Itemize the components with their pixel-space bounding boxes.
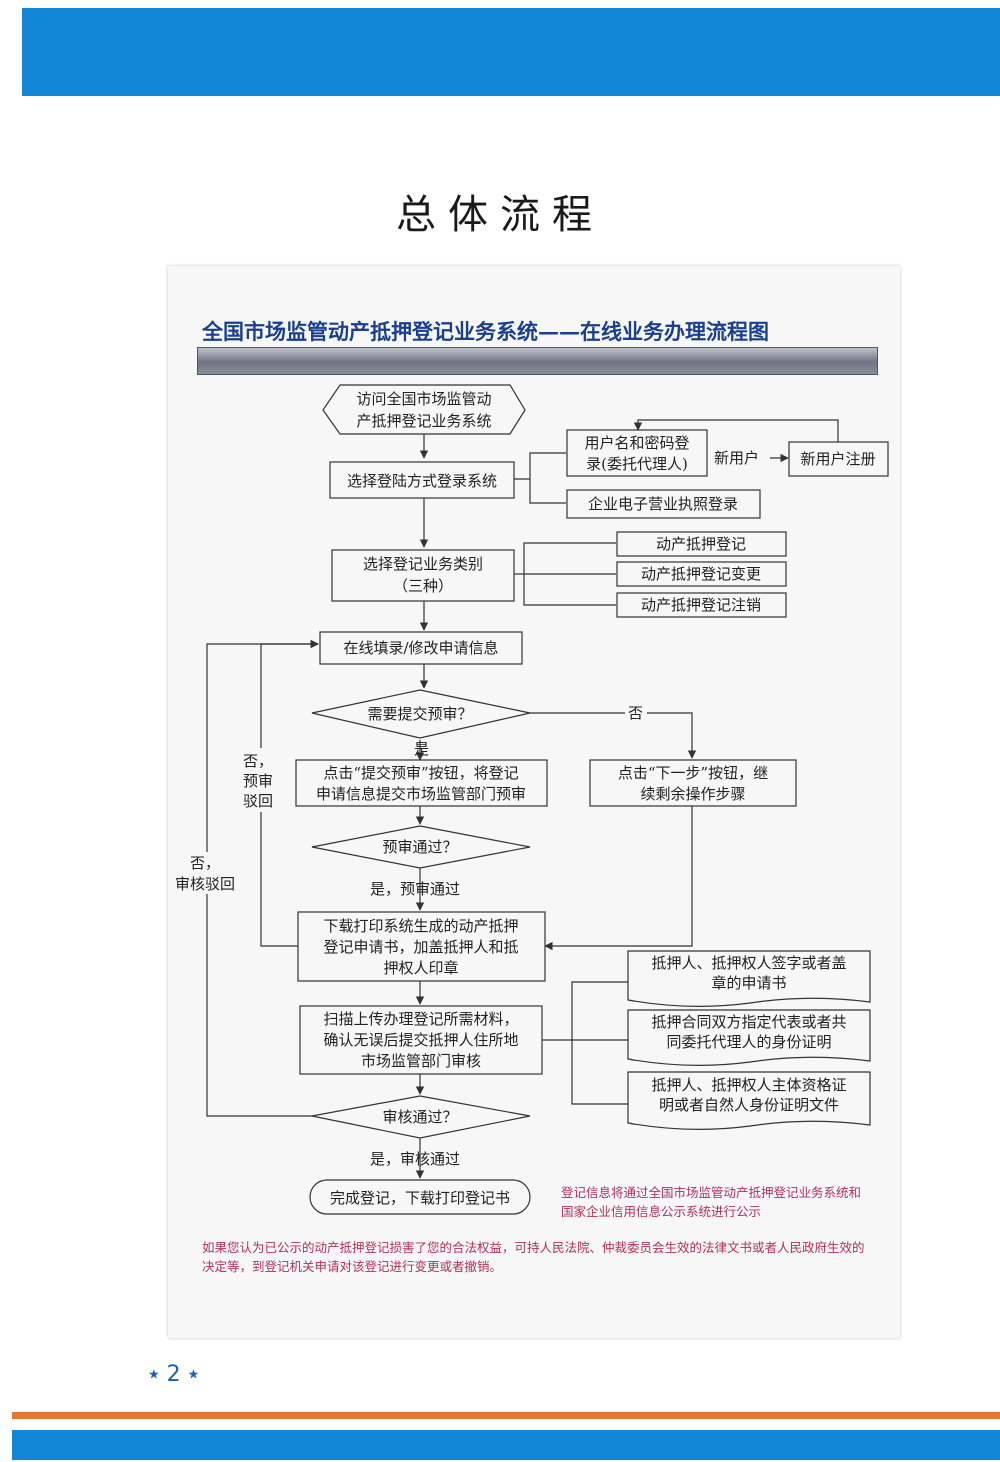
label-no: 否 xyxy=(628,704,643,722)
node-license-login xyxy=(566,489,761,519)
edge-register-back xyxy=(633,419,839,442)
node-scan-line1: 扫描上传办理登记所需材料， xyxy=(323,1010,518,1028)
node-doc3 xyxy=(627,1071,871,1130)
node-scan-line2: 确认无误后提交抵押人住所地 xyxy=(323,1031,518,1049)
node-pre-pass-text: 预审通过？ xyxy=(382,838,457,856)
node-type1-text: 动产抵押登记 xyxy=(656,535,746,553)
top-blue-band xyxy=(22,8,1000,96)
label-no-pre-3: 驳回 xyxy=(243,792,273,810)
node-review-pass xyxy=(311,1095,531,1139)
node-download-line3: 押权人印章 xyxy=(383,959,458,977)
node-username-login xyxy=(566,429,708,477)
node-submit-pre-line2: 申请信息提交市场监管部门预审 xyxy=(316,785,526,803)
label-no-pre-1: 否， xyxy=(243,752,273,770)
node-submit-pre xyxy=(295,759,548,807)
node-doc3-line1: 抵押人、抵押权人主体资格证 xyxy=(651,1076,846,1094)
edge-next-download xyxy=(544,806,693,951)
node-username-line1: 用户名和密码登 xyxy=(584,434,689,452)
label-new-user: 新用户 xyxy=(714,449,759,467)
publicity-note: 登记信息将通过全国市场监管动产抵押登记业务系统和国家企业信用信息公示系统进行公示 xyxy=(561,1185,862,1219)
edge-needpre-no xyxy=(530,712,697,759)
node-scan-line3: 市场监管部门审核 xyxy=(361,1052,481,1070)
node-doc2-line1: 抵押合同双方指定代表或者共 xyxy=(651,1013,846,1031)
node-type3-text: 动产抵押登记注销 xyxy=(641,596,761,614)
label-yes-review: 是，审核通过 xyxy=(370,1150,460,1168)
node-submit-pre-line1: 点击“提交预审”按钮，将登记 xyxy=(323,764,518,782)
bottom-orange-stripe xyxy=(12,1412,1000,1419)
bottom-blue-band xyxy=(12,1430,1000,1460)
node-pre-pass xyxy=(311,825,531,869)
node-login-method xyxy=(329,461,515,499)
chart-title: 全国市场监管动产抵押登记业务系统——在线业务办理流程图 xyxy=(202,319,769,344)
label-no-pre-2: 预审 xyxy=(243,772,273,790)
node-need-pre-text: 需要提交预审？ xyxy=(367,705,472,723)
node-select-type-line2: （三种） xyxy=(393,577,453,595)
star-icon: ★ xyxy=(187,1367,200,1383)
node-download-print xyxy=(297,911,546,982)
node-need-pre xyxy=(311,689,531,739)
node-fill-info-text: 在线填录/修改申请信息 xyxy=(343,639,498,657)
label-yes: 是 xyxy=(414,740,429,758)
node-next-step-line2: 续剩余操作步骤 xyxy=(640,785,745,803)
node-login-method-text: 选择登陆方式登录系统 xyxy=(347,472,497,490)
node-doc1-line1: 抵押人、抵押权人签字或者盖 xyxy=(651,954,846,972)
node-username-line2: 录(委托代理人) xyxy=(586,455,688,473)
node-visit xyxy=(322,384,526,435)
node-download-line1: 下载打印系统生成的动产抵押 xyxy=(323,917,518,935)
node-license-login-text: 企业电子营业执照登录 xyxy=(588,495,738,513)
node-type2 xyxy=(616,561,787,587)
label-no-review-1: 否， xyxy=(190,854,220,872)
edge-login-license xyxy=(529,479,566,504)
node-doc2-line2: 同委托代理人的身份证明 xyxy=(666,1033,831,1051)
node-fill-info xyxy=(319,631,523,665)
node-complete xyxy=(309,1179,531,1215)
node-type2-text: 动产抵押登记变更 xyxy=(641,565,761,583)
node-new-user-register-text: 新用户注册 xyxy=(800,450,875,468)
node-visit-line2: 产抵押登记业务系统 xyxy=(356,412,491,430)
edge-docs-bracket xyxy=(571,981,628,1105)
node-select-type xyxy=(331,549,515,602)
node-doc2 xyxy=(627,1009,871,1066)
title-underline-bar xyxy=(197,347,878,375)
edge-login-username xyxy=(514,452,566,480)
node-download-line2: 登记申请书，加盖抵押人和抵 xyxy=(323,938,518,956)
node-select-type-line1: 选择登记业务类别 xyxy=(363,555,483,573)
node-scan-upload xyxy=(299,1005,543,1075)
node-type3 xyxy=(616,592,787,618)
node-doc1-line2: 章的申请书 xyxy=(711,974,786,992)
node-next-step xyxy=(589,759,797,807)
node-new-user-register xyxy=(788,441,889,477)
node-doc1 xyxy=(627,950,871,1007)
node-next-step-line1: 点击“下一步”按钮，继 xyxy=(618,764,768,782)
node-review-pass-text: 审核通过？ xyxy=(382,1108,457,1126)
label-no-review-2: 审核驳回 xyxy=(175,875,235,893)
label-yes-pre: 是，预审通过 xyxy=(370,880,460,898)
node-type1 xyxy=(616,531,787,557)
node-doc3-line2: 明或者自然人身份证明文件 xyxy=(659,1096,839,1114)
legal-rights-note: 如果您认为已公示的动产抵押登记损害了您的合法权益，可持人民法院、仲裁委员会生效的… xyxy=(202,1240,865,1274)
node-complete-text: 完成登记，下载打印登记书 xyxy=(330,1189,510,1207)
node-visit-line1: 访问全国市场监管动 xyxy=(356,390,491,408)
star-icon: ★ xyxy=(148,1367,160,1383)
page-number: ★ 2 ★ xyxy=(148,1362,199,1387)
page-number-value: 2 xyxy=(166,1362,181,1387)
page-title: 总体流程 xyxy=(396,192,604,238)
